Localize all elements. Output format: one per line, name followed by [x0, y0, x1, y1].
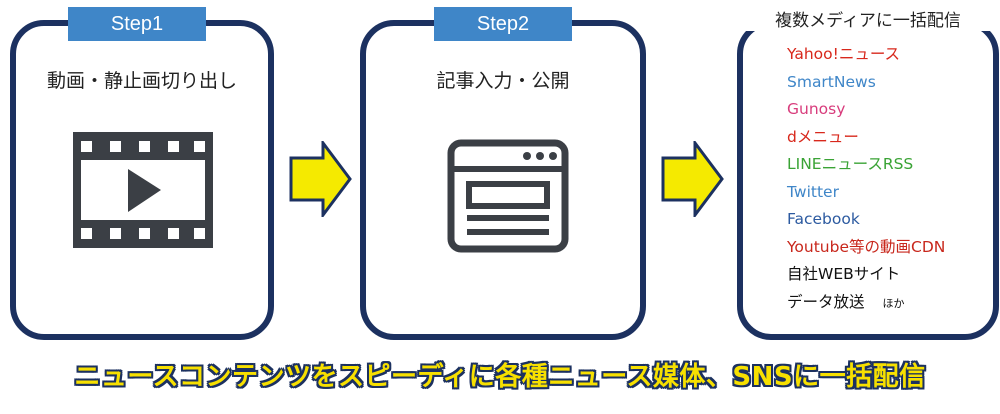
headline-banner: ニュースコンテンツをスピーディに各種ニュース媒体、SNSに一括配信 [74, 362, 926, 392]
media-item-twitter: Twitter [787, 179, 945, 207]
media-item-youtube: Youtube等の動画CDN [787, 234, 945, 262]
media-card [737, 20, 999, 340]
step2-title: 記事入力・公開 [436, 70, 570, 92]
media-item-label: SmartNews [787, 72, 876, 91]
film-play-icon [73, 132, 213, 248]
media-item-yahoo: Yahoo!ニュース [787, 41, 945, 69]
media-item-label: Youtube等の動画CDN [787, 237, 946, 256]
step2-tab: Step2 [434, 7, 572, 41]
media-list: Yahoo!ニュース SmartNews Gunosy dメニュー LINEニュ… [787, 41, 945, 316]
media-item-label: Twitter [787, 182, 839, 201]
media-item-own-site: 自社WEBサイト [787, 261, 945, 289]
media-item-label: 自社WEBサイト [787, 265, 901, 283]
step1-title: 動画・静止画切り出し [46, 70, 237, 92]
media-item-gunosy: Gunosy [787, 96, 945, 124]
media-item-label: LINEニュースRSS [787, 155, 914, 173]
media-title: 複数メディアに一括配信 [746, 6, 990, 31]
media-item-smartnews: SmartNews [787, 69, 945, 97]
arrow-right-icon [289, 141, 352, 217]
media-item-line: LINEニュースRSS [787, 151, 945, 179]
step1-card: 動画・静止画切り出し [10, 20, 274, 340]
media-item-data-broadcast: データ放送 ほか [787, 289, 945, 317]
media-item-label: Yahoo!ニュース [787, 45, 901, 63]
browser-window-icon [447, 139, 569, 253]
media-item-dmenu: dメニュー [787, 124, 945, 152]
step2-card: 記事入力・公開 [360, 20, 646, 340]
media-item-label: dメニュー [787, 127, 859, 146]
media-item-note: ほか [882, 296, 905, 310]
step1-tab: Step1 [68, 7, 206, 41]
media-item-label: データ放送 [787, 292, 865, 311]
media-item-label: Gunosy [787, 100, 846, 118]
media-item-facebook: Facebook [787, 206, 945, 234]
arrow-right-icon [661, 141, 724, 217]
media-item-label: Facebook [787, 210, 860, 228]
